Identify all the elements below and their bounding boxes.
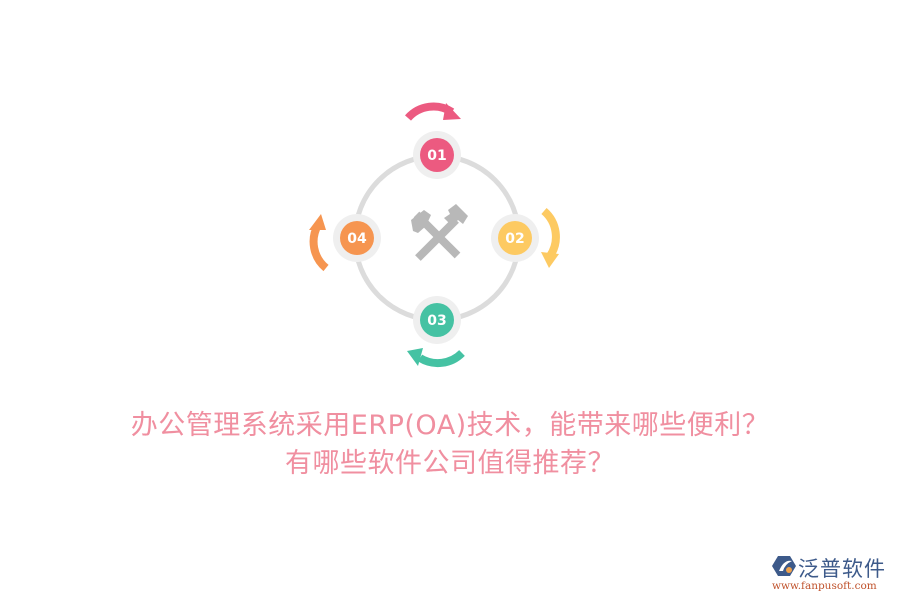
step-node-03: 03 xyxy=(413,296,461,344)
brand-url: www.fanpusoft.com xyxy=(772,580,877,592)
step-label-02: 02 xyxy=(505,231,524,247)
cycle-diagram: 01 02 03 04 xyxy=(309,102,560,368)
step-label-04: 04 xyxy=(347,231,367,247)
headline-line-1: 办公管理系统采用ERP(OA)技术，能带来哪些便利？ xyxy=(130,410,770,441)
headline-line-2: 有哪些软件公司值得推荐？ xyxy=(285,448,615,479)
brand-name: 泛普软件 xyxy=(798,557,886,581)
arrow-icon-02 xyxy=(541,207,560,268)
brand-logo: 泛普软件 www.fanpusoft.com xyxy=(772,553,897,595)
step-label-03: 03 xyxy=(427,313,446,329)
step-node-02: 02 xyxy=(491,214,539,262)
step-label-01: 01 xyxy=(427,148,446,164)
step-node-01: 01 xyxy=(413,131,461,179)
arrow-icon-03 xyxy=(407,348,465,368)
fanpu-logo-icon xyxy=(772,556,796,576)
step-node-04: 04 xyxy=(333,214,381,262)
arrow-icon-01 xyxy=(405,102,461,121)
arrow-icon-04 xyxy=(309,214,329,272)
crossed-hammers-icon xyxy=(411,204,468,261)
